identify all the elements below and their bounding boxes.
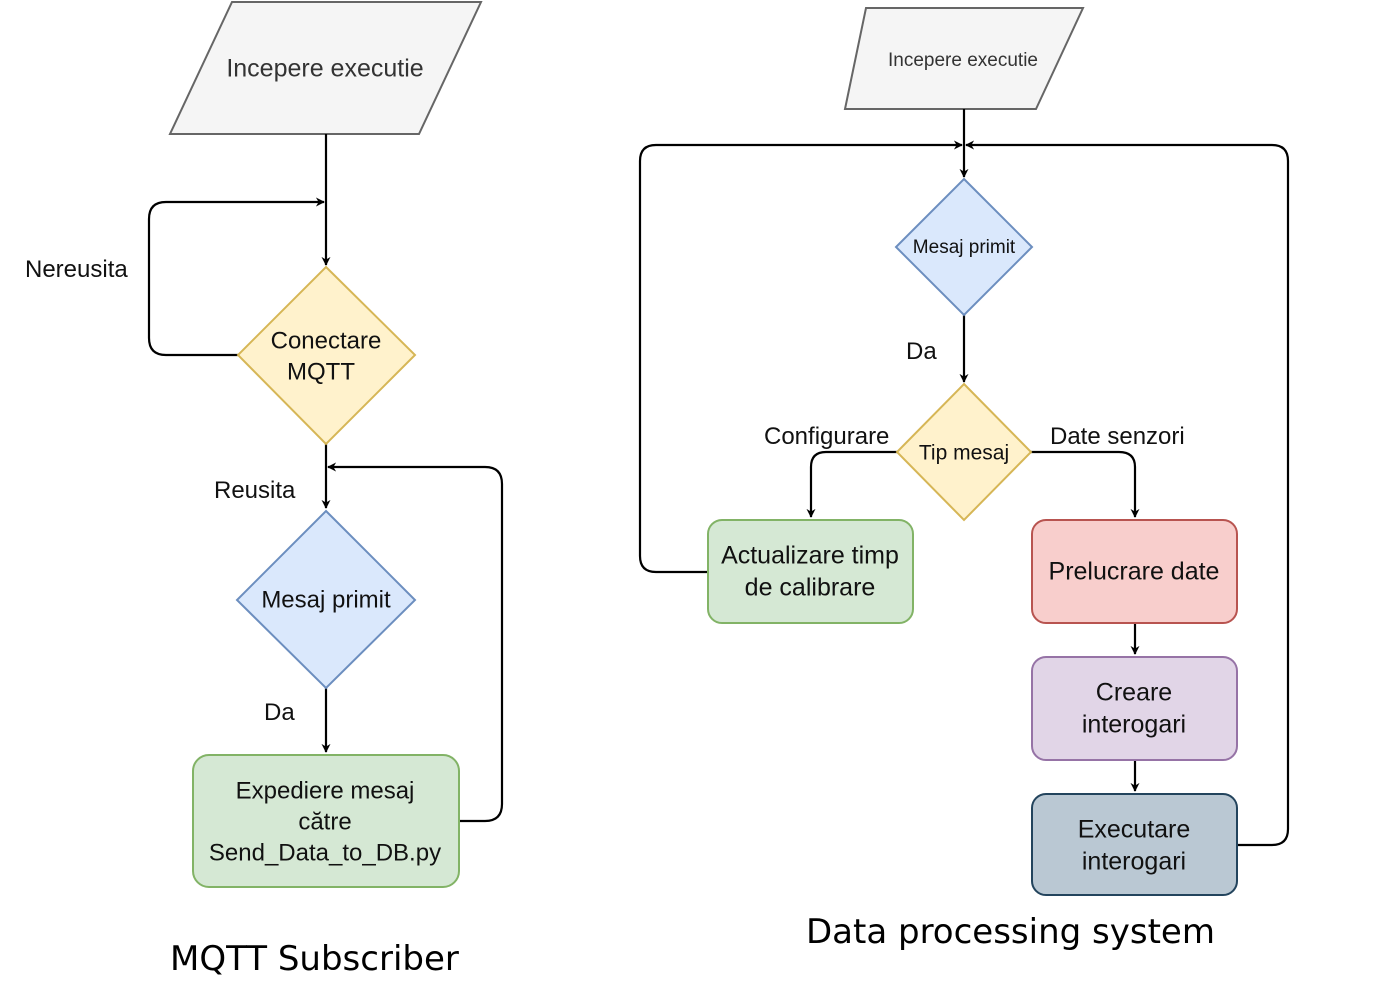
edge-calibrate-loop-back [638,140,963,574]
dps-message-decision[interactable]: Mesaj primit [894,177,1034,317]
send-label-line2: către [298,808,351,835]
mqtt-subscriber-caption: MQTT Subscriber [170,939,459,979]
edge-type-to-calibrate [806,450,897,518]
edge-label-nereusita: Nereusita [25,256,128,283]
edge-send-loop-back [327,462,504,823]
execute-label-line2: interogari [1082,848,1186,876]
dps-type-label: Tip mesaj [919,442,1009,465]
create-label-line2: interogari [1082,711,1186,739]
send-label-line3: Send_Data_to_DB.py [209,839,441,866]
edge-type-to-process [1031,450,1140,518]
edge-execute-loop-back [965,140,1290,847]
dps-start-node[interactable]: Incepere executie [843,7,1085,110]
dps-message-label: Mesaj primit [913,237,1016,258]
edge-connect-fail-loop [147,197,325,357]
send-label-line1: Expediere mesaj [236,777,415,804]
dps-type-decision[interactable]: Tip mesaj [895,382,1033,522]
mqtt-start-label: Incepere executie [226,55,423,83]
dps-create-queries[interactable]: Creare interogari [1031,656,1238,761]
dps-execute-queries[interactable]: Executare interogari [1031,793,1238,896]
data-processing-caption: Data processing system [806,912,1215,952]
edge-label-reusita: Reusita [214,477,296,504]
dps-process-data[interactable]: Prelucrare date [1031,519,1238,624]
data-processing-diagram: Incepere executie Mesaj primit Tip mesaj… [638,7,1290,952]
dps-calibrate-process[interactable]: Actualizare timp de calibrare [707,519,914,624]
calibrate-label-line1: Actualizare timp [721,542,899,570]
mqtt-send-process[interactable]: Expediere mesaj către Send_Data_to_DB.py [192,754,460,888]
connect-label-line1: Conectare [271,327,382,354]
process-label: Prelucrare date [1049,558,1220,586]
execute-label-line1: Executare [1078,816,1191,844]
mqtt-message-decision[interactable]: Mesaj primit [235,509,417,690]
create-label-line1: Creare [1096,679,1172,707]
edge-label-date-senzori: Date senzori [1050,423,1185,450]
message-label: Mesaj primit [261,586,391,613]
calibrate-label-line2: de calibrare [745,574,876,602]
mqtt-start-node[interactable]: Incepere executie [168,0,483,135]
mqtt-subscriber-diagram: Incepere executie Conectare MQTT Mesaj p… [25,0,504,979]
connect-label-line2: MQTT [287,358,355,385]
edge-label-da-left: Da [264,699,295,726]
edge-label-da-right: Da [906,338,937,365]
dps-start-label: Incepere executie [888,50,1038,71]
mqtt-connect-decision[interactable]: Conectare MQTT [236,265,417,446]
edge-label-configurare: Configurare [764,423,889,450]
